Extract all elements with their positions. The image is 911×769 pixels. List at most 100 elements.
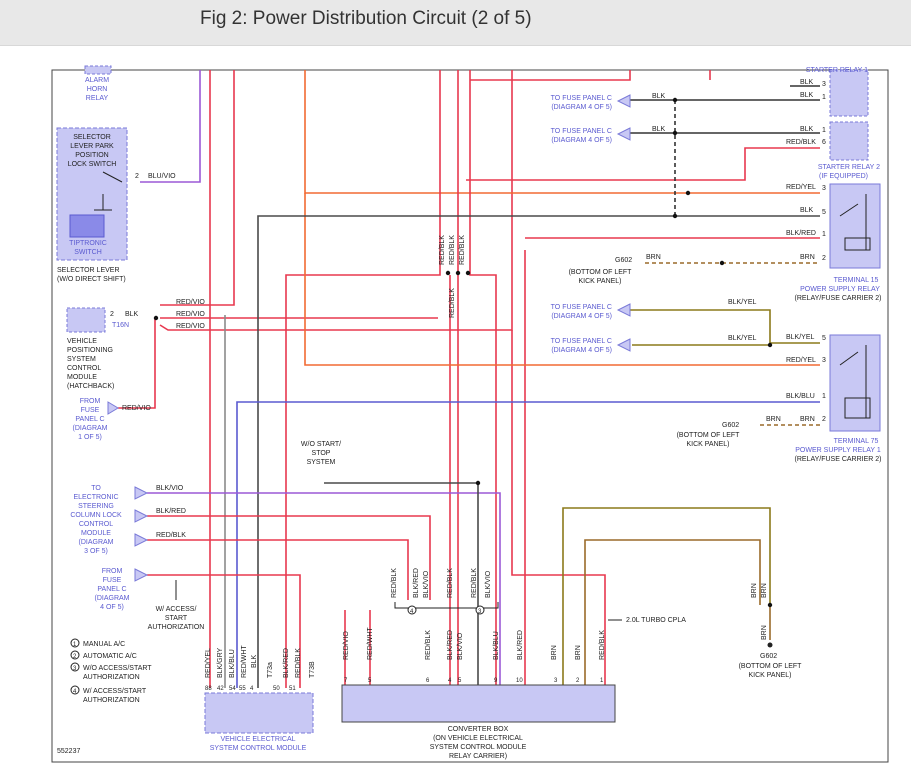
figure-title: Fig 2: Power Distribution Circuit (2 of … xyxy=(200,8,532,29)
svg-text:4: 4 xyxy=(250,686,254,692)
svg-text:FROM: FROM xyxy=(102,568,123,575)
svg-text:1: 1 xyxy=(822,393,826,400)
figure-number: 552237 xyxy=(57,748,80,755)
svg-text:BLK: BLK xyxy=(800,92,814,99)
svg-text:BLK/RED: BLK/RED xyxy=(517,630,524,660)
svg-text:AUTHORIZATION: AUTHORIZATION xyxy=(83,697,140,704)
svg-text:MODULE: MODULE xyxy=(81,530,111,537)
svg-text:BLK: BLK xyxy=(652,126,666,133)
svg-text:(RELAY/FUSE CARRIER 2): (RELAY/FUSE CARRIER 2) xyxy=(795,295,882,302)
wire-blk-terminal xyxy=(257,215,820,688)
converter-box xyxy=(341,684,616,723)
svg-text:2: 2 xyxy=(73,654,77,660)
starter-relay-1-label: STARTER RELAY 1 xyxy=(806,67,868,74)
selector-lever-label: SELECTOR LEVER (W/O DIRECT SHIFT) xyxy=(57,267,126,283)
svg-text:5: 5 xyxy=(368,678,372,684)
svg-text:(W/O DIRECT SHIFT): (W/O DIRECT SHIFT) xyxy=(57,276,126,283)
svg-text:TERMINAL 75: TERMINAL 75 xyxy=(834,438,879,445)
svg-text:(BOTTOM OF LEFT: (BOTTOM OF LEFT xyxy=(677,432,741,439)
svg-text:2: 2 xyxy=(135,173,139,180)
svg-text:1: 1 xyxy=(822,94,826,101)
svg-text:6: 6 xyxy=(426,678,430,684)
svg-text:BLK/VIO: BLK/VIO xyxy=(423,570,430,598)
svg-text:AUTHORIZATION: AUTHORIZATION xyxy=(148,624,205,631)
svg-text:50: 50 xyxy=(273,686,280,692)
from-fuse-panel-c4-label: FROM FUSE PANEL C (DIAGRAM 4 OF 5) xyxy=(95,568,130,611)
svg-text:BRN: BRN xyxy=(766,416,781,423)
g602-a-label: (BOTTOM OF LEFT KICK PANEL) xyxy=(569,269,633,285)
svg-text:PANEL C: PANEL C xyxy=(97,586,126,593)
svg-text:10: 10 xyxy=(516,678,523,684)
svg-text:RED/VIO: RED/VIO xyxy=(176,311,205,318)
svg-text:T73a: T73a xyxy=(267,662,274,678)
svg-text:51: 51 xyxy=(289,686,296,692)
access-note: W/ ACCESS/ START AUTHORIZATION xyxy=(148,606,205,631)
svg-text:BLK: BLK xyxy=(652,93,666,100)
converter-box-label: CONVERTER BOX (ON VEHICLE ELECTRICAL SYS… xyxy=(430,726,527,760)
svg-text:2: 2 xyxy=(822,416,826,423)
terminal-15-symbol xyxy=(839,194,871,251)
svg-text:FROM: FROM xyxy=(80,398,101,405)
svg-text:POSITION: POSITION xyxy=(75,152,108,159)
vpscm-box xyxy=(66,307,106,333)
svg-text:5: 5 xyxy=(458,678,462,684)
svg-text:3: 3 xyxy=(554,678,558,684)
svg-text:TERMINAL 15: TERMINAL 15 xyxy=(834,277,879,284)
svg-text:1: 1 xyxy=(822,127,826,134)
svg-text:BLK/YEL: BLK/YEL xyxy=(786,334,815,341)
svg-text:(RELAY/FUSE CARRIER 2): (RELAY/FUSE CARRIER 2) xyxy=(795,456,882,463)
from-fuse-panel-c1-label: FROM FUSE PANEL C (DIAGRAM 1 OF 5) xyxy=(73,398,108,441)
svg-text:RED/VIO: RED/VIO xyxy=(343,631,350,660)
svg-text:RED/BLK: RED/BLK xyxy=(459,235,466,265)
svg-text:TO FUSE PANEL C: TO FUSE PANEL C xyxy=(551,338,612,345)
svg-text:55: 55 xyxy=(239,686,246,692)
svg-text:RED/BLK: RED/BLK xyxy=(449,288,456,318)
svg-text:BRN: BRN xyxy=(800,416,815,423)
svg-text:G602: G602 xyxy=(615,257,632,264)
svg-text:6: 6 xyxy=(822,139,826,146)
svg-text:7: 7 xyxy=(344,678,348,684)
svg-text:W/ ACCESS/START: W/ ACCESS/START xyxy=(83,688,147,695)
terminal-75-symbol xyxy=(839,345,871,419)
svg-text:(DIAGRAM 4 OF 5): (DIAGRAM 4 OF 5) xyxy=(551,137,612,144)
wire-red-vio-fuse xyxy=(118,318,156,409)
svg-text:MANUAL A/C: MANUAL A/C xyxy=(83,641,125,648)
svg-text:MODULE: MODULE xyxy=(67,374,97,381)
svg-text:RED/BLK: RED/BLK xyxy=(391,568,398,598)
svg-text:3: 3 xyxy=(822,81,826,88)
svg-text:BLK: BLK xyxy=(800,79,814,86)
wire-blk-yel xyxy=(630,309,820,344)
svg-text:VEHICLE: VEHICLE xyxy=(67,338,97,345)
vertical-wire-labels: RED/BLK RED/BLK RED/BLK RED/BLK RED/BLK … xyxy=(205,235,768,678)
svg-text:(DIAGRAM: (DIAGRAM xyxy=(95,595,130,602)
svg-text:BLK: BLK xyxy=(800,126,814,133)
svg-text:(BOTTOM OF LEFT: (BOTTOM OF LEFT xyxy=(569,269,633,276)
alarm-horn-relay-label: ALARM HORN RELAY xyxy=(85,77,109,102)
svg-text:3: 3 xyxy=(478,609,482,615)
svg-text:SYSTEM CONTROL MODULE: SYSTEM CONTROL MODULE xyxy=(430,744,527,751)
svg-text:RED/BLK: RED/BLK xyxy=(471,568,478,598)
selector-switch-label: SELECTOR LEVER PARK POSITION LOCK SWITCH xyxy=(68,134,117,168)
svg-text:AUTHORIZATION: AUTHORIZATION xyxy=(83,674,140,681)
svg-text:STEERING: STEERING xyxy=(78,503,114,510)
svg-text:(ON VEHICLE ELECTRICAL: (ON VEHICLE ELECTRICAL xyxy=(433,735,523,742)
to-escl-label: TO ELECTRONIC STEERING COLUMN LOCK CONTR… xyxy=(70,485,122,555)
wires xyxy=(118,70,820,688)
wo-start-stop-label: W/O START/ STOP SYSTEM xyxy=(301,441,341,466)
g602-c-label: (BOTTOM OF LEFT KICK PANEL) xyxy=(739,663,803,679)
svg-text:1 OF 5): 1 OF 5) xyxy=(78,434,102,441)
svg-text:BLK/RED: BLK/RED xyxy=(156,508,186,515)
svg-text:FUSE: FUSE xyxy=(103,577,122,584)
svg-text:BLK/YEL: BLK/YEL xyxy=(728,335,757,342)
svg-text:BLK/VIO: BLK/VIO xyxy=(457,632,464,660)
svg-text:BLK/RED: BLK/RED xyxy=(283,648,290,678)
svg-text:BRN: BRN xyxy=(761,583,768,598)
switch-symbol xyxy=(94,171,123,211)
starter-relay-2-box xyxy=(829,121,869,161)
svg-text:W/O ACCESS/START: W/O ACCESS/START xyxy=(83,665,152,672)
svg-text:BLU/VIO: BLU/VIO xyxy=(148,173,176,180)
svg-text:SYSTEM CONTROL MODULE: SYSTEM CONTROL MODULE xyxy=(210,745,307,752)
junctions xyxy=(153,97,773,608)
